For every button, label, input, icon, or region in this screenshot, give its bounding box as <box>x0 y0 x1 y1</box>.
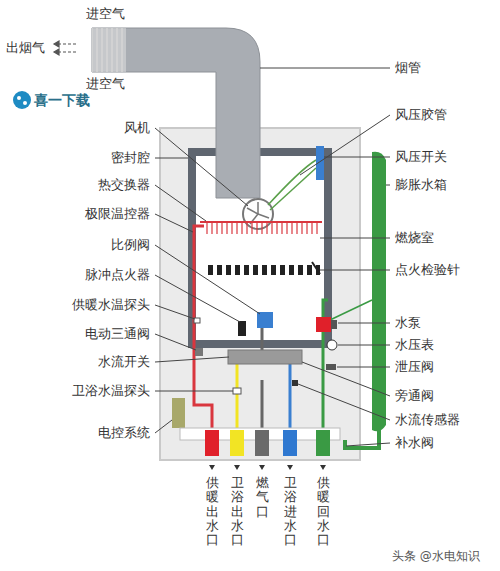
heating-supply-pipe <box>194 226 212 440</box>
part-label: 脉冲点火器 <box>85 267 150 283</box>
part-label: 电控系统 <box>98 425 150 441</box>
heat-exchanger <box>204 222 320 234</box>
outlet-arrows <box>209 465 326 470</box>
part-label: 风机 <box>124 120 150 136</box>
part-label: 风压开关 <box>395 149 447 165</box>
watermark-logo-dot <box>17 96 21 100</box>
part-label: 供暖出水口 <box>206 476 219 547</box>
leader-lines <box>155 68 390 446</box>
part-label: 泄压阀 <box>395 359 434 375</box>
part-label: 烟管 <box>395 60 421 76</box>
bath-temp-probe <box>233 388 241 394</box>
watermark-logo-dot <box>23 101 27 105</box>
part-label: 补水阀 <box>395 435 434 451</box>
part-label: 卫浴进水口 <box>284 476 297 547</box>
part-label: 燃烧室 <box>395 230 434 246</box>
pump-motor <box>331 320 337 329</box>
part-label: 喜一下载 <box>34 92 90 108</box>
part-label: 极限温控器 <box>85 206 150 222</box>
relief-valve <box>326 364 336 370</box>
part-label: 供暖水温探头 <box>72 297 150 313</box>
part-label: 比例阀 <box>111 237 150 253</box>
part-label: 水泵 <box>395 315 421 331</box>
part-label: 电动三通阀 <box>85 326 150 342</box>
part-label: 旁通阀 <box>395 388 434 404</box>
part-label: 头条 @水电知识 <box>392 548 480 564</box>
part-label: 进空气 <box>86 6 125 22</box>
part-label: 热交换器 <box>98 177 150 193</box>
fan-blades <box>247 202 269 224</box>
exhaust-arrows <box>54 41 76 55</box>
part-label: 密封腔 <box>111 150 150 166</box>
connector <box>255 430 269 456</box>
water-pump <box>316 317 331 332</box>
part-label: 水流开关 <box>98 354 150 370</box>
part-label: 风压胶管 <box>395 107 447 123</box>
control-unit <box>172 398 185 428</box>
tank-line <box>330 300 372 320</box>
burner-row <box>204 265 320 275</box>
part-label: 进空气 <box>86 76 125 92</box>
pressure-hose <box>268 160 316 205</box>
flue-pipe <box>92 28 260 198</box>
connector <box>316 430 330 456</box>
pulse-igniter <box>238 321 246 336</box>
expansion-tank <box>372 152 386 432</box>
gas-pipe <box>261 328 264 440</box>
part-label: 燃气口 <box>256 476 269 519</box>
connector <box>283 430 297 456</box>
ignition-probe <box>312 262 320 274</box>
part-label: 出烟气 <box>6 40 45 56</box>
part-label: 卫浴水温探头 <box>72 383 150 399</box>
part-label: 卫浴出水口 <box>231 476 244 547</box>
connector <box>205 430 219 456</box>
air-intake <box>92 28 126 72</box>
part-label: 供暖回水口 <box>317 476 330 547</box>
watermark-logo <box>13 91 31 109</box>
part-label: 水压表 <box>395 337 434 353</box>
proportional-valve <box>257 312 273 328</box>
pressure-hose <box>270 168 316 210</box>
part-label: 膨胀水箱 <box>395 177 447 193</box>
pressure-gauge <box>327 340 337 350</box>
three-way-valve <box>195 348 203 356</box>
water-manifold <box>228 350 302 364</box>
part-label: 点火检验针 <box>395 262 460 278</box>
part-label: 水流传感器 <box>395 412 460 428</box>
heat-exchanger-top <box>200 221 322 223</box>
flow-sensor <box>292 380 298 386</box>
connector <box>230 430 244 456</box>
air-intake-grille <box>92 28 126 72</box>
